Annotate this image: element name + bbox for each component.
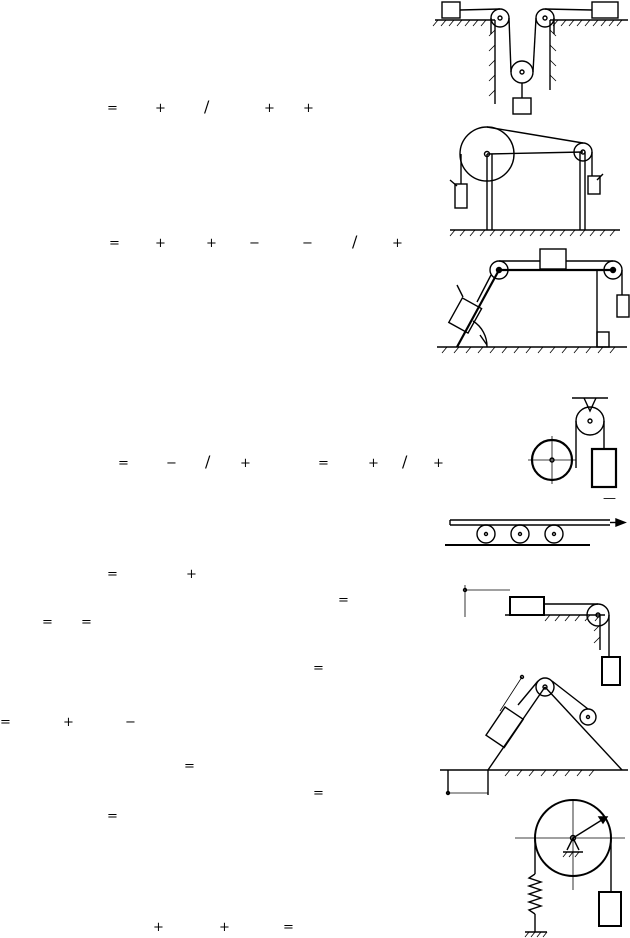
eq7-op: + — [63, 715, 74, 730]
rollers-plank-figure — [445, 517, 627, 546]
eq1-op: + — [155, 101, 166, 116]
eq10-op: + — [219, 920, 230, 935]
eq3-op: = — [118, 456, 129, 471]
eq4-op: = — [107, 567, 118, 582]
eq2-op: + — [206, 236, 217, 251]
flywheel-belt-figure — [449, 126, 620, 237]
eq1-op: + — [264, 101, 275, 116]
eq1-op: + — [303, 101, 314, 116]
eq7-op: − — [125, 715, 136, 730]
eq3-op: − — [166, 456, 177, 471]
overbar-mark: — — [603, 491, 616, 506]
eq9-op: = — [107, 809, 118, 824]
eq3-op: + — [433, 456, 444, 471]
eq8-op: = — [313, 786, 324, 801]
eq5-op: = — [42, 615, 53, 630]
eq2-op: = — [109, 236, 120, 251]
eq8-op: = — [184, 759, 195, 774]
eq2-op: + — [155, 236, 166, 251]
eq6-op: = — [313, 661, 324, 676]
eq2-op: − — [249, 236, 260, 251]
disk-weight-figure — [528, 397, 618, 489]
eq3-op: = — [318, 456, 329, 471]
eq1-op: = — [107, 101, 118, 116]
eq3-op: / — [402, 452, 408, 471]
inclined-block-figure — [437, 248, 630, 354]
eq10-op: = — [283, 920, 294, 935]
eq3-op: + — [240, 456, 251, 471]
eq2-op: / — [352, 232, 358, 251]
pulley-system-figure — [432, 1, 628, 115]
eq3-op: + — [368, 456, 379, 471]
eq5-op: = — [81, 615, 92, 630]
eq2-op: + — [392, 236, 403, 251]
eq7-op: = — [0, 715, 11, 730]
eq1-op: / — [204, 97, 210, 116]
triangle-wedge-figure — [440, 674, 628, 796]
eq2-op: − — [302, 236, 313, 251]
eq10-op: + — [153, 920, 164, 935]
table-block-figure — [462, 585, 621, 686]
spring-wheel-figure — [515, 799, 625, 938]
eq5-op: = — [338, 593, 349, 608]
eq3-op: / — [205, 452, 211, 471]
eq4-op: + — [186, 567, 197, 582]
